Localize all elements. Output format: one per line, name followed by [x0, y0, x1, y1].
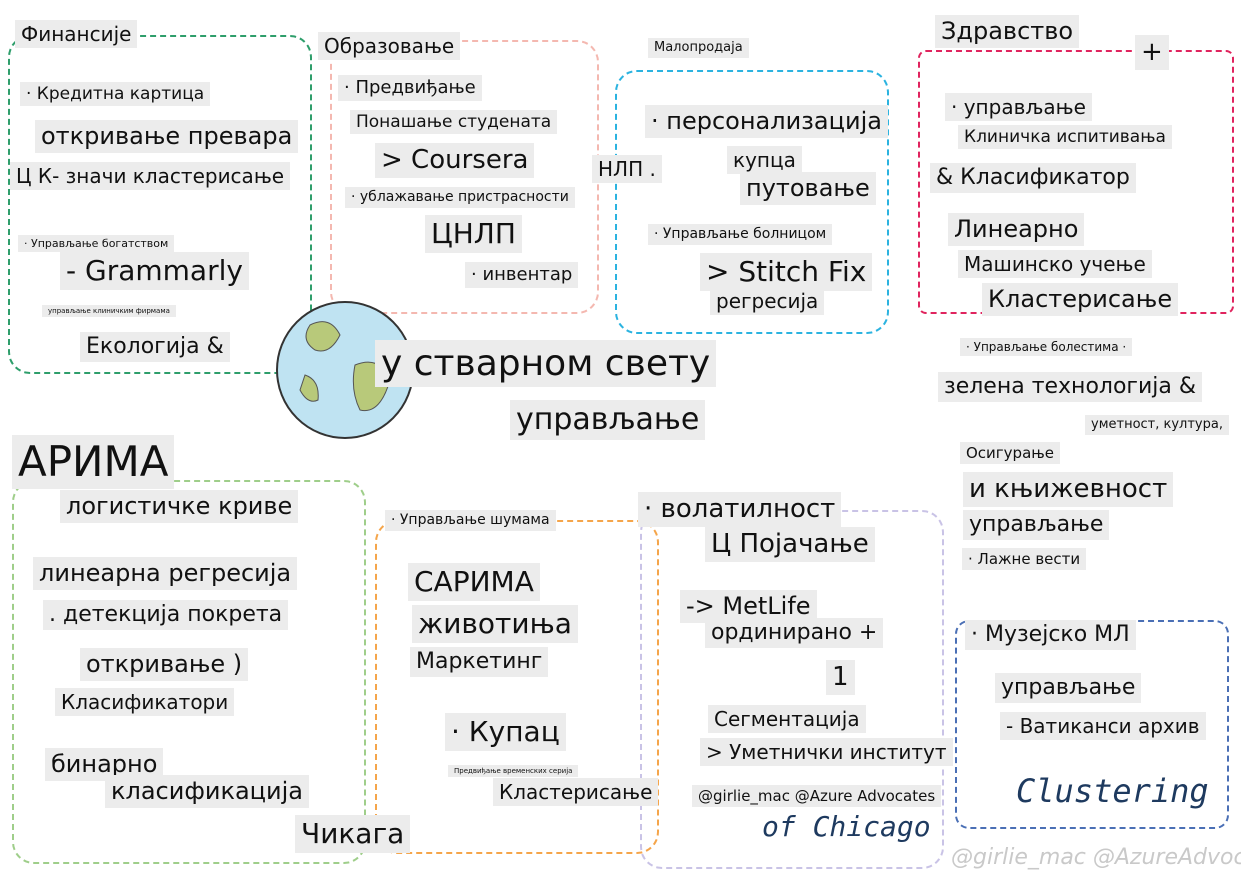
finance-label: · Кредитна картица — [20, 82, 211, 107]
education-label: · ублажавање пристрасности — [345, 187, 575, 208]
insurance-label: @girlie_mac @Azure Advocates — [692, 785, 942, 807]
insurance-label: ординирано + — [705, 618, 884, 649]
education-label: · инвентар — [465, 262, 579, 288]
retail-border — [615, 70, 889, 334]
ecology-label: логистичке криве — [60, 490, 299, 523]
arts-label: управљање — [995, 673, 1142, 704]
education-label: Понашање студената — [350, 110, 558, 135]
ecology-label: линеарна регресија — [33, 557, 298, 590]
finance-label: откривање превара — [35, 120, 299, 153]
ecology-label: АРИМА — [12, 435, 175, 490]
forest-label: животиња — [412, 605, 578, 643]
finance-label: Ц К- значи кластерисање — [10, 162, 291, 190]
health-label: · управљање — [945, 93, 1092, 121]
finance-label: управљање клиничким фирмама — [42, 305, 176, 318]
insurance-label: of Chicago — [762, 810, 931, 843]
health-label: · Управљање болестима · — [960, 338, 1133, 357]
retail-label: НЛП . — [592, 155, 662, 183]
finance-label: - Grammarly — [60, 252, 249, 290]
finance-label: Екологија & — [80, 332, 230, 363]
finance-border — [8, 35, 312, 374]
health-label: управљање — [963, 510, 1110, 541]
ecology-label: Чикага — [295, 815, 411, 853]
health-label: Кластерисање — [982, 283, 1179, 316]
forest-label: Кластерисање — [493, 778, 659, 806]
health-label: Здравство — [935, 15, 1080, 48]
insurance-label: 1 — [826, 660, 855, 696]
education-label: > Coursera — [375, 143, 535, 179]
insurance-label: > Уметнички институт — [700, 738, 953, 766]
insurance-label: Ц Појачање — [705, 527, 875, 563]
ecology-label: Класификатори — [55, 688, 235, 716]
retail-label: · Управљање болницом — [648, 224, 833, 245]
retail-label: Малопродаја — [648, 38, 749, 58]
retail-label: купца — [727, 146, 802, 174]
forest-label: · Купац — [445, 713, 566, 751]
health-label: Линеарно — [948, 213, 1085, 246]
health-label: & Класификатор — [930, 163, 1136, 194]
health-label: и књижевност — [963, 472, 1174, 508]
retail-label: путовање — [740, 172, 876, 205]
forest-label: Маркетинг — [410, 647, 549, 678]
finance-label: Финансије — [15, 20, 138, 48]
insurance-label: -> MetLife — [680, 590, 817, 623]
arts-label: · Музејско МЛ — [965, 620, 1136, 651]
insurance-label: Сегментација — [708, 705, 866, 733]
health-label: зелена технологија & — [938, 372, 1203, 403]
forest-label: · Управљање шумама — [385, 510, 556, 531]
health-label: Клиничка испитивања — [958, 125, 1172, 150]
ecology-border — [12, 480, 366, 864]
retail-label: > Stitch Fix — [700, 253, 873, 291]
retail-label: регресија — [710, 287, 825, 315]
health-label: Машинско учење — [958, 250, 1152, 278]
finance-label: · Управљање богатством — [18, 235, 175, 253]
main-title: у стварном свету — [375, 340, 717, 388]
education-label: Образовање — [318, 32, 461, 60]
insurance-label: · волатилност — [638, 492, 842, 528]
ecology-label: класификација — [105, 775, 309, 808]
health-label: уметност, култура, — [1085, 415, 1229, 435]
forest-label: Предвиђање временских серија — [448, 765, 579, 778]
ecology-label: . детекција покрета — [43, 600, 289, 631]
education-label: ЦНЛП — [425, 215, 522, 253]
health-label: Осигурање — [960, 442, 1060, 464]
education-label: · Предвиђање — [338, 75, 482, 101]
arts-label: Clustering — [1016, 772, 1209, 810]
main-subtitle: управљање — [510, 400, 706, 440]
health-label: + — [1135, 35, 1169, 71]
health-label: · Лажне вести — [962, 548, 1087, 570]
forest-label: САРИМА — [408, 563, 540, 601]
retail-label: · персонализација — [645, 105, 888, 138]
ecology-label: откривање ) — [80, 648, 249, 681]
arts-label: - Ватиканси архив — [1000, 712, 1206, 740]
